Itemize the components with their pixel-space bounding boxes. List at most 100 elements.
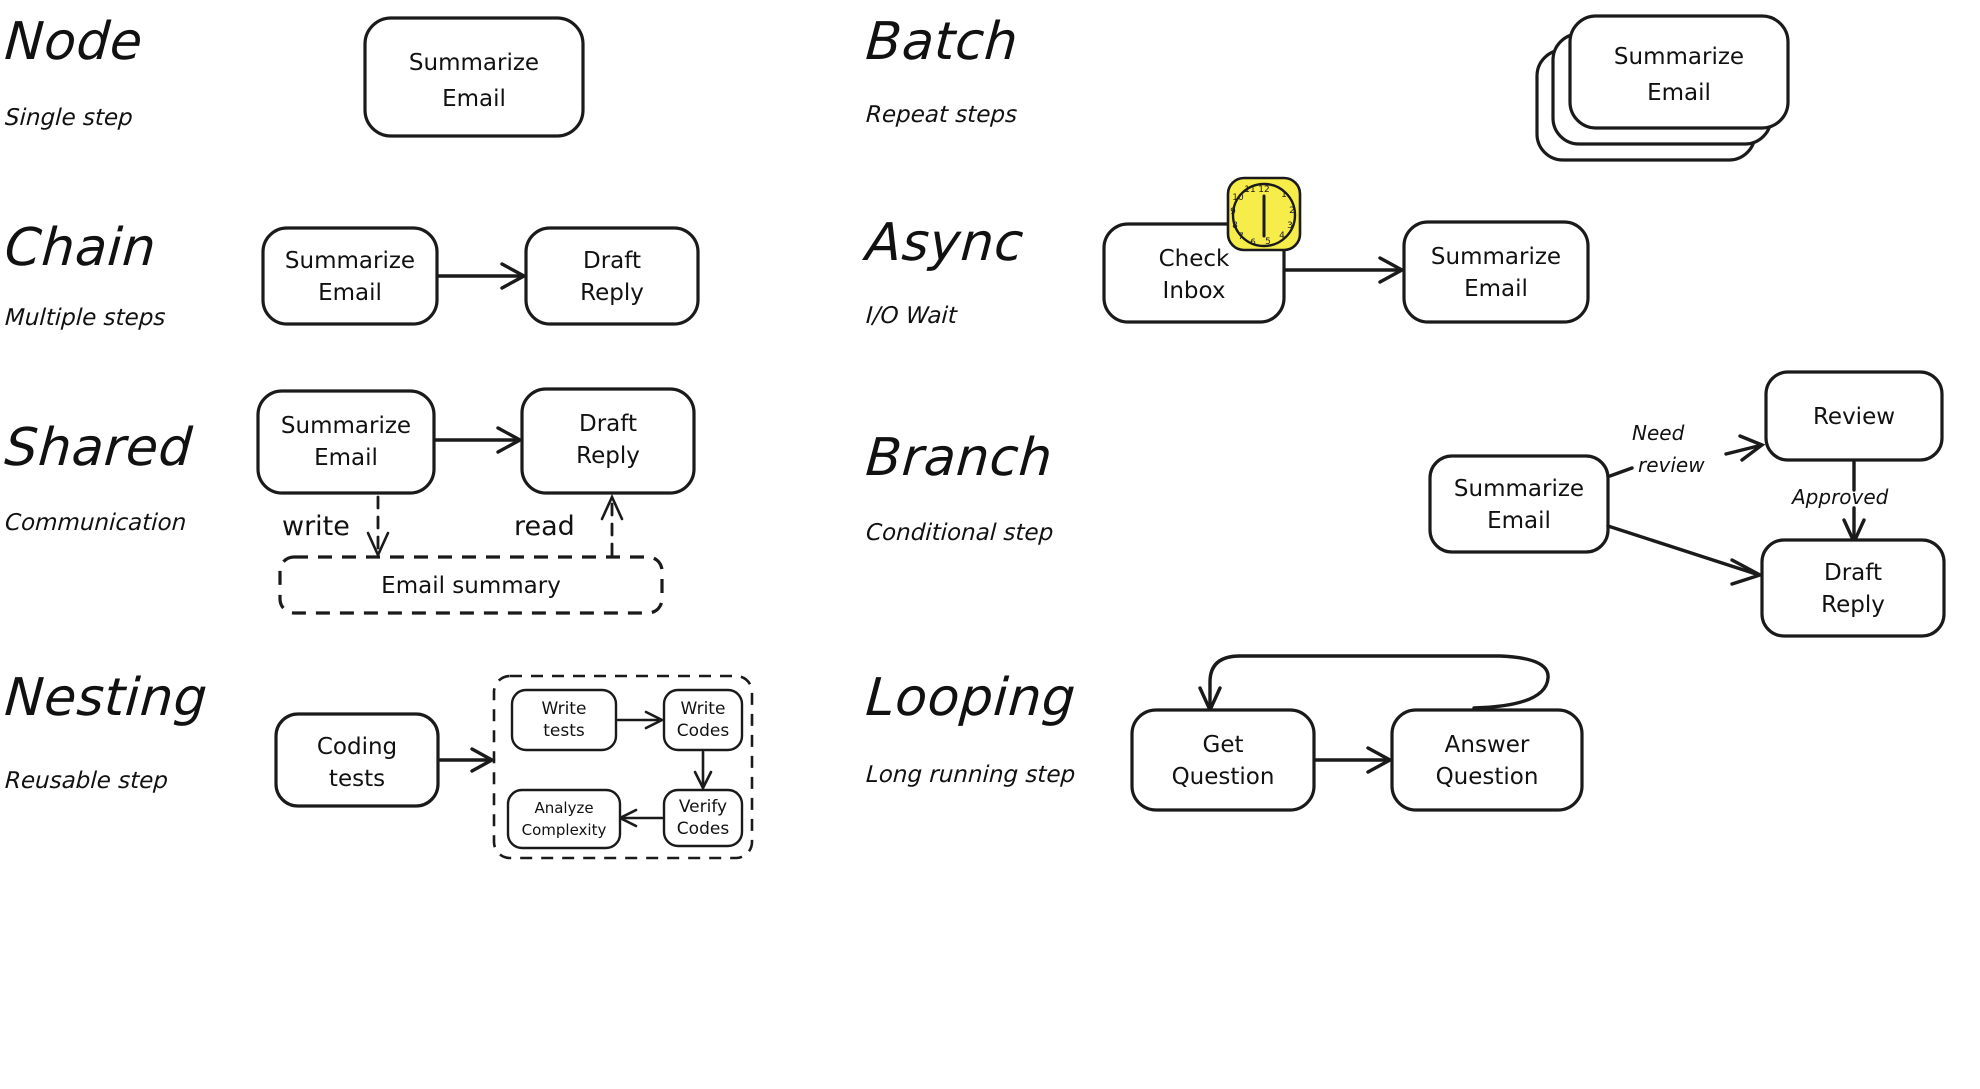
async-n1-line1: Check: [1159, 246, 1230, 272]
batch-label-line2: Email: [1647, 80, 1711, 106]
looping-box-get-question[interactable]: [1130, 708, 1316, 812]
nesting-edge-codes-to-verify-arrowhead: [693, 770, 713, 791]
looping-box-answer-question[interactable]: [1390, 708, 1584, 812]
looping-edge-feedback: [1208, 654, 1550, 710]
nesting-n2-line2: tests: [543, 721, 585, 741]
chain-box-summarize-email[interactable]: [261, 226, 439, 326]
nesting-n3-line2: Codes: [677, 721, 730, 741]
svg-text:3: 3: [1287, 221, 1293, 231]
svg-text:8: 8: [1232, 221, 1238, 231]
nesting-subgraph-boundary[interactable]: [492, 674, 754, 860]
pattern-title-looping: Looping: [863, 668, 1078, 728]
async-diagram: Check Inbox 12 1 2 3 4 5 6 7 8 9 10 11: [1102, 176, 1590, 324]
pattern-title-shared: Shared: [2, 418, 195, 478]
looping-n1-line1: Get: [1203, 732, 1244, 758]
branch-edge-label-review: review: [1638, 453, 1705, 477]
branch-edge-direct: [1606, 524, 1758, 576]
pattern-title-branch: Branch: [863, 428, 1055, 488]
nesting-edge-tests-to-codes-arrowhead: [644, 710, 665, 730]
svg-text:9: 9: [1230, 207, 1236, 217]
shared-edge-main-arrowhead: [496, 426, 524, 454]
node-label-line2: Email: [442, 86, 506, 112]
chain-n2-line1: Draft: [583, 248, 641, 274]
pattern-title-chain: Chain: [2, 218, 159, 278]
pattern-subtitle-async: I/O Wait: [865, 303, 958, 329]
pattern-subtitle-looping: Long running step: [865, 762, 1076, 788]
branch-n1-line1: Summarize: [1454, 476, 1584, 502]
nesting-n4-line1: Verify: [679, 797, 727, 817]
shared-store-email-summary[interactable]: [278, 555, 664, 615]
pattern-subtitle-nesting: Reusable step: [4, 768, 169, 794]
chain-edge-arrowhead: [500, 262, 528, 290]
pattern-subtitle-branch: Conditional step: [865, 520, 1054, 546]
shared-box-summarize-email[interactable]: [256, 389, 436, 495]
chain-box-draft-reply[interactable]: [524, 226, 700, 326]
branch-edge-need-review-arrowhead: [1738, 434, 1766, 462]
branch-n2-line1: Review: [1813, 404, 1895, 430]
svg-text:7: 7: [1238, 232, 1244, 242]
nesting-n2-line1: Write: [542, 699, 587, 719]
nesting-box-analyze-complexity[interactable]: [506, 788, 622, 850]
branch-n1-line2: Email: [1487, 508, 1551, 534]
shared-n2-line1: Draft: [579, 411, 637, 437]
shared-n2-line2: Reply: [576, 443, 640, 469]
pattern-subtitle-node: Single step: [4, 105, 134, 131]
nesting-box-verify-codes[interactable]: [662, 788, 744, 848]
nesting-n1-line2: tests: [329, 766, 385, 792]
svg-text:1: 1: [1281, 190, 1287, 200]
pattern-subtitle-chain: Multiple steps: [4, 305, 167, 331]
chain-n2-line2: Reply: [580, 280, 644, 306]
async-n2-line1: Summarize: [1431, 244, 1561, 270]
batch-label-line1: Summarize: [1614, 44, 1744, 70]
pattern-title-async: Async: [863, 213, 1026, 273]
branch-edge-direct-arrowhead: [1730, 558, 1765, 586]
node-label-line1: Summarize: [409, 50, 539, 76]
chain-n1-line1: Summarize: [285, 248, 415, 274]
branch-edge-label-need: Need: [1632, 421, 1685, 445]
shared-store-label: Email summary: [381, 573, 561, 599]
shared-edge-label-write: write: [282, 511, 350, 542]
shared-n1-line1: Summarize: [281, 413, 411, 439]
nesting-n4-line2: Codes: [677, 819, 730, 839]
nesting-n5-line1: Analyze: [534, 799, 593, 817]
shared-n1-line2: Email: [314, 445, 378, 471]
nesting-diagram: Coding tests Write tests Write Codes Ver…: [274, 674, 754, 860]
pattern-title-node: Node: [2, 12, 145, 72]
branch-box-review[interactable]: [1764, 370, 1944, 462]
pattern-subtitle-batch: Repeat steps: [865, 102, 1018, 128]
async-n1-line2: Inbox: [1163, 278, 1226, 304]
async-box-summarize-email[interactable]: [1402, 220, 1590, 324]
chain-n1-line2: Email: [318, 280, 382, 306]
nesting-box-write-tests[interactable]: [510, 688, 618, 752]
pattern-subtitle-shared: Communication: [4, 510, 187, 536]
svg-text:6: 6: [1250, 238, 1256, 248]
shared-edge-write-arrowhead: [366, 531, 390, 559]
nesting-edge-arrowhead: [470, 747, 496, 773]
branch-box-summarize-email[interactable]: [1428, 454, 1610, 554]
svg-text:4: 4: [1279, 231, 1285, 241]
svg-text:10: 10: [1232, 193, 1244, 203]
svg-text:2: 2: [1289, 206, 1295, 216]
branch-box-draft-reply[interactable]: [1760, 538, 1946, 638]
branch-n3-line1: Draft: [1824, 560, 1882, 586]
pattern-title-batch: Batch: [863, 12, 1021, 72]
svg-text:5: 5: [1265, 237, 1271, 247]
looping-diagram: Get Question Answer Question: [1130, 654, 1584, 812]
nesting-box-write-codes[interactable]: [662, 688, 744, 752]
node-box-summarize-email[interactable]: [363, 16, 585, 138]
branch-edge-need-review: [1608, 466, 1634, 478]
node-diagram: Summarize Email: [363, 16, 585, 138]
shared-edge-label-read: read: [514, 511, 575, 542]
svg-text:12: 12: [1258, 185, 1269, 195]
pattern-title-nesting: Nesting: [2, 668, 210, 728]
branch-edge-need-review-2: [1724, 444, 1760, 456]
branch-edge-label-approved: Approved: [1790, 485, 1889, 509]
nesting-box-coding-task[interactable]: [274, 712, 440, 808]
batch-box-front[interactable]: [1568, 14, 1790, 130]
shared-box-draft-reply[interactable]: [520, 387, 696, 495]
svg-text:11: 11: [1244, 185, 1255, 195]
nesting-n1-line1: Coding: [317, 734, 397, 760]
nesting-n5-line2: Complexity: [522, 821, 607, 839]
looping-n1-line2: Question: [1172, 764, 1275, 790]
